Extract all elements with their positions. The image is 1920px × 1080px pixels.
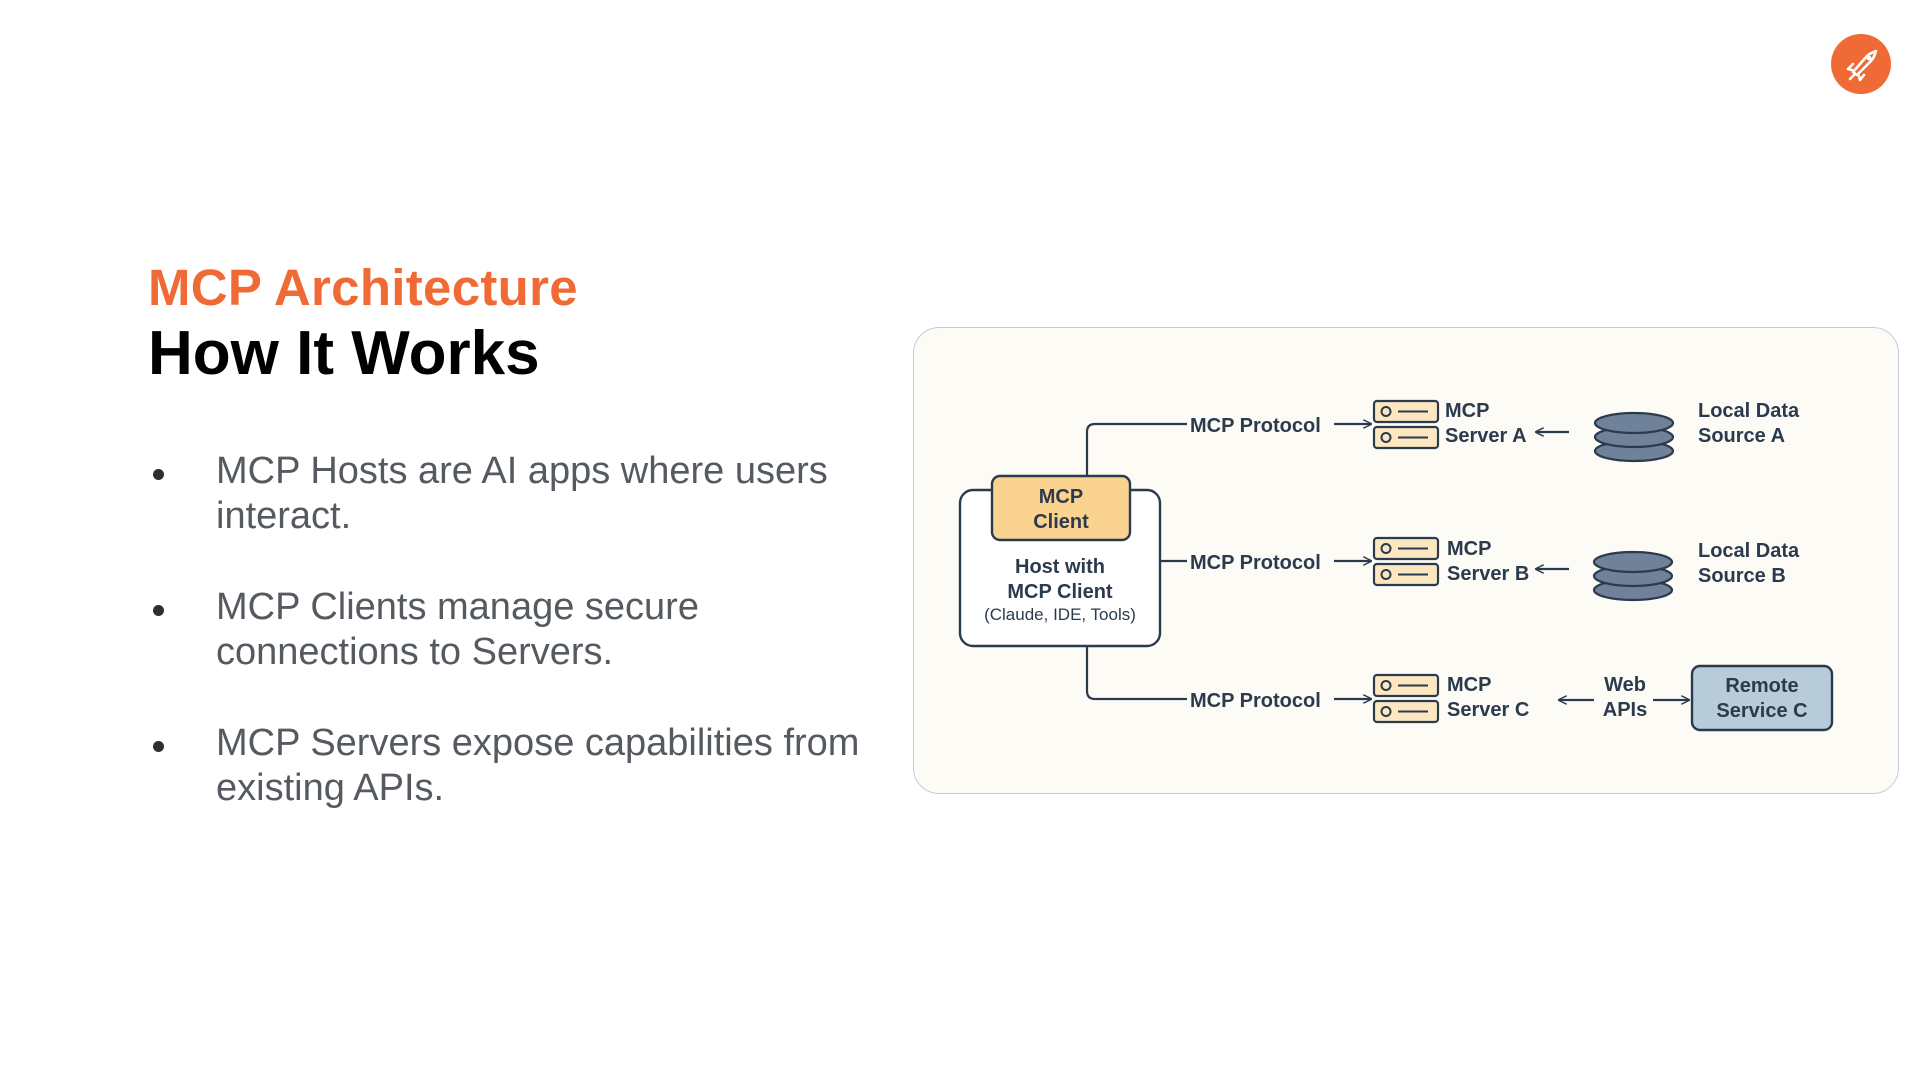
source-arrows xyxy=(1536,432,1689,700)
server-b-label-line1: MCP xyxy=(1447,538,1491,560)
server-a-label-line2: Server A xyxy=(1445,425,1527,447)
server-icon xyxy=(1372,536,1440,587)
remote-service-box: Remote Service C xyxy=(1690,664,1834,732)
database-icon xyxy=(1593,411,1675,463)
host-label-line1: Host with xyxy=(1015,556,1105,578)
slide-title: How It Works xyxy=(148,319,540,388)
server-a-label-line1: MCP xyxy=(1445,400,1489,422)
bullet-item: MCP Servers expose capabilities from exi… xyxy=(148,721,868,811)
mcp-client-box xyxy=(990,474,1132,542)
server-c-label-line2: Server C xyxy=(1447,699,1529,721)
web-apis-label-line1: Web xyxy=(1604,674,1646,696)
protocol-label-c: MCP Protocol xyxy=(1190,690,1321,712)
slide-subtitle: MCP Architecture xyxy=(148,259,578,316)
architecture-diagram: MCP Client Host with MCP Client (Claude,… xyxy=(913,327,1899,794)
protocol-arrows xyxy=(1334,424,1371,699)
server-b-label-line2: Server B xyxy=(1447,563,1529,585)
host-label-line3: (Claude, IDE, Tools) xyxy=(984,605,1136,624)
bullet-text: MCP Servers expose capabilities from exi… xyxy=(216,722,860,809)
server-c-label-line1: MCP xyxy=(1447,674,1491,696)
diagram-canvas: MCP Client Host with MCP Client (Claude,… xyxy=(958,399,1834,732)
remote-label-line2: Service C xyxy=(1716,700,1807,722)
source-b-label-line1: Local Data xyxy=(1698,540,1800,562)
source-b-label-line2: Source B xyxy=(1698,565,1786,587)
bullet-dot-icon xyxy=(153,469,164,480)
host-label-line2: MCP Client xyxy=(1007,581,1113,603)
server-icon xyxy=(1372,399,1440,450)
bullet-text: MCP Clients manage secure connections to… xyxy=(216,586,699,673)
bullet-item: MCP Clients manage secure connections to… xyxy=(148,585,868,675)
client-label-line1: MCP xyxy=(1039,486,1083,508)
web-apis-label-line2: APIs xyxy=(1603,699,1647,721)
bullet-text: MCP Hosts are AI apps where users intera… xyxy=(216,450,828,537)
protocol-label-a: MCP Protocol xyxy=(1190,415,1321,437)
bullet-item: MCP Hosts are AI apps where users intera… xyxy=(148,449,868,539)
database-icon xyxy=(1592,550,1674,602)
source-a-label-line2: Source A xyxy=(1698,425,1785,447)
client-label-line2: Client xyxy=(1033,511,1089,533)
bullet-dot-icon xyxy=(153,605,164,616)
bullet-list: MCP Hosts are AI apps where users intera… xyxy=(148,449,868,857)
source-a-label-line1: Local Data xyxy=(1698,400,1800,422)
remote-label-line1: Remote xyxy=(1725,675,1798,697)
server-icon xyxy=(1372,673,1440,724)
brand-logo xyxy=(1831,34,1891,94)
protocol-label-b: MCP Protocol xyxy=(1190,552,1321,574)
host-box: MCP Client Host with MCP Client (Claude,… xyxy=(958,474,1162,648)
rocket-icon xyxy=(1846,49,1878,82)
host-connectors xyxy=(1085,422,1187,701)
bullet-dot-icon xyxy=(153,741,164,752)
